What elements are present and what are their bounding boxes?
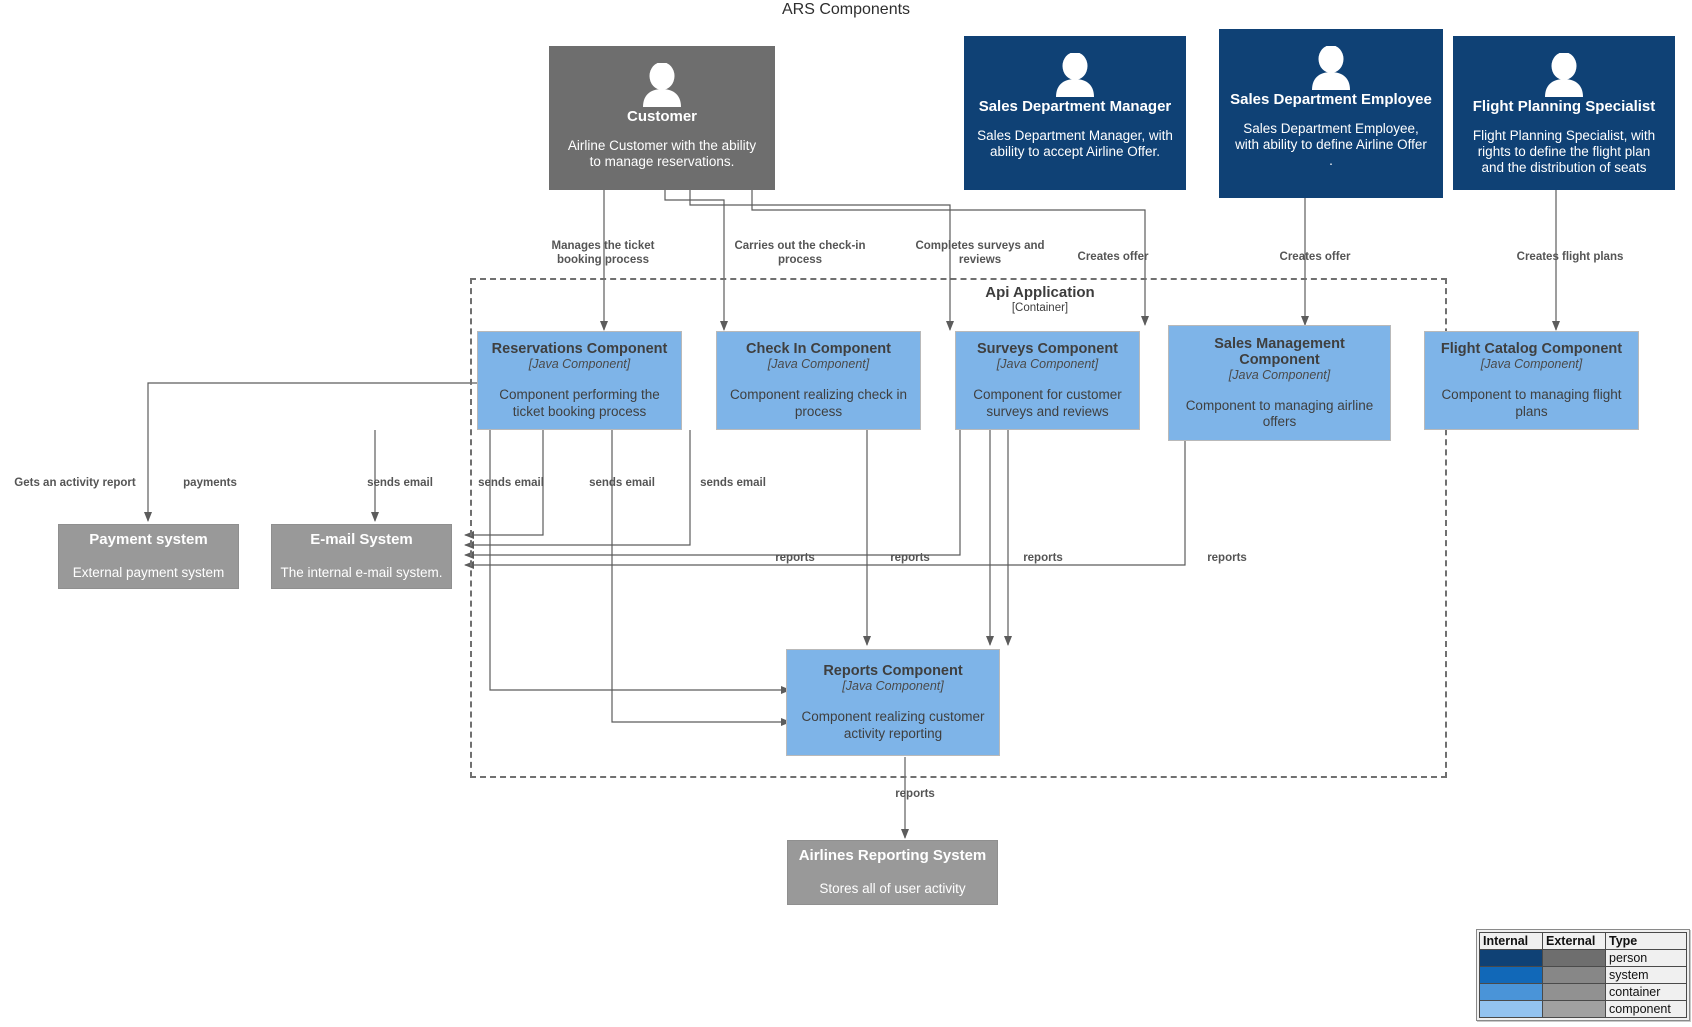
component-technology: [Java Component] bbox=[996, 357, 1099, 372]
system-title: E-mail System bbox=[310, 531, 413, 548]
legend-row: component bbox=[1479, 1000, 1687, 1018]
container-boundary-label: Api Application [Container] bbox=[960, 284, 1120, 314]
legend-swatch-external-container bbox=[1542, 983, 1606, 1001]
legend-header-row: Internal External Type bbox=[1479, 932, 1687, 950]
component-description: Component to managing flight plans bbox=[1441, 387, 1622, 419]
edge-label-creates-flight-plans: Creates flight plans bbox=[1516, 251, 1624, 263]
legend-type-system: system bbox=[1605, 966, 1687, 984]
person-icon bbox=[1545, 53, 1583, 97]
component-reports-component[interactable]: Reports Component [Java Component] Compo… bbox=[786, 649, 1000, 756]
edge-label-gets-activity-report: Gets an activity report bbox=[14, 477, 136, 489]
legend-swatch-external-person bbox=[1542, 949, 1606, 967]
edge-reservations-payment bbox=[144, 382, 480, 522]
system-payment-system[interactable]: Payment system External payment system bbox=[58, 524, 239, 589]
system-title: Airlines Reporting System bbox=[798, 847, 987, 864]
person-title: Customer bbox=[626, 108, 697, 125]
component-title: Reports Component bbox=[823, 663, 963, 680]
component-title: Surveys Component bbox=[977, 341, 1118, 358]
edge-label-sends-email-3: sends email bbox=[589, 477, 655, 489]
legend-swatch-external-component bbox=[1542, 1000, 1606, 1018]
person-flight-planning-specialist[interactable]: Flight Planning Specialist Flight Planni… bbox=[1453, 36, 1675, 190]
component-description: Component for customer surveys and revie… bbox=[973, 387, 1122, 419]
legend-table: Internal External Type person system con… bbox=[1479, 932, 1687, 1018]
container-boundary-api-application bbox=[470, 278, 1447, 778]
person-title: Sales Department Manager bbox=[978, 98, 1172, 115]
edge-label-sends-email-2: sends email bbox=[478, 477, 544, 489]
person-description: Sales Department Manager, with ability t… bbox=[977, 127, 1173, 159]
legend-row: system bbox=[1479, 966, 1687, 984]
component-check-in-component[interactable]: Check In Component [Java Component] Comp… bbox=[716, 331, 921, 430]
edge-label-creates-offer-employee: Creates offer bbox=[1279, 251, 1351, 263]
system-description: Stores all of user activity bbox=[819, 880, 966, 896]
component-technology: [Java Component] bbox=[1228, 368, 1331, 383]
person-description: Sales Department Employee, with ability … bbox=[1235, 120, 1427, 169]
component-title: Check In Component bbox=[745, 341, 891, 358]
system-airlines-reporting-system[interactable]: Airlines Reporting System Stores all of … bbox=[787, 840, 998, 905]
component-description: Component realizing customer activity re… bbox=[801, 709, 985, 741]
person-description: Flight Planning Specialist, with rights … bbox=[1472, 127, 1656, 176]
person-sales-department-manager[interactable]: Sales Department Manager Sales Departmen… bbox=[964, 36, 1186, 190]
edge-label-reports-4: reports bbox=[1207, 552, 1247, 564]
component-sales-management-component[interactable]: Sales Management Component [Java Compone… bbox=[1168, 325, 1391, 441]
component-description: Component realizing check in process bbox=[729, 387, 908, 419]
component-title: Sales Management Component bbox=[1214, 335, 1345, 368]
legend: Internal External Type person system con… bbox=[1476, 929, 1690, 1021]
component-surveys-component[interactable]: Surveys Component [Java Component] Compo… bbox=[955, 331, 1140, 430]
edge-label-reports-1: reports bbox=[775, 552, 815, 564]
legend-type-person: person bbox=[1605, 949, 1687, 967]
edge-label-sends-email-1: sends email bbox=[367, 477, 433, 489]
legend-row: container bbox=[1479, 983, 1687, 1001]
person-customer[interactable]: Customer Airline Customer with the abili… bbox=[549, 46, 775, 190]
person-icon bbox=[1312, 46, 1350, 90]
legend-swatch-internal-person bbox=[1479, 949, 1543, 967]
component-title: Flight Catalog Component bbox=[1440, 341, 1623, 358]
person-description: Airline Customer with the ability to man… bbox=[567, 137, 757, 169]
component-flight-catalog-component[interactable]: Flight Catalog Component [Java Component… bbox=[1424, 331, 1639, 430]
legend-type-container: container bbox=[1605, 983, 1687, 1001]
edge-label-reports-2: reports bbox=[890, 552, 930, 564]
system-description: The internal e-mail system. bbox=[280, 564, 443, 580]
edge-label-reports-3: reports bbox=[1023, 552, 1063, 564]
edge-label-sends-email-4: sends email bbox=[700, 477, 766, 489]
edge-label-carries-out-checkin: Carries out the check-in process bbox=[734, 240, 866, 267]
system-email-system[interactable]: E-mail System The internal e-mail system… bbox=[271, 524, 452, 589]
legend-swatch-internal-container bbox=[1479, 983, 1543, 1001]
edge-label-creates-offer-manager: Creates offer bbox=[1077, 251, 1149, 263]
page-title: ARS Components bbox=[781, 1, 911, 18]
edge-label-manages-booking: Manages the ticket booking process bbox=[551, 240, 655, 267]
legend-swatch-internal-system bbox=[1479, 966, 1543, 984]
legend-header-type: Type bbox=[1605, 932, 1687, 950]
edge-label-completes-surveys: Completes surveys and reviews bbox=[915, 240, 1045, 267]
component-technology: [Java Component] bbox=[767, 357, 870, 372]
component-description: Component to managing airline offers bbox=[1185, 398, 1374, 430]
edge-label-reports-to-ars: reports bbox=[895, 788, 935, 800]
system-title: Payment system bbox=[89, 531, 208, 548]
container-boundary-name: Api Application bbox=[985, 284, 1095, 301]
person-title: Sales Department Employee bbox=[1230, 91, 1432, 108]
edge-label-payments: payments bbox=[183, 477, 237, 489]
legend-header-external: External bbox=[1542, 932, 1606, 950]
person-sales-department-employee[interactable]: Sales Department Employee Sales Departme… bbox=[1219, 29, 1443, 198]
component-reservations-component[interactable]: Reservations Component [Java Component] … bbox=[477, 331, 682, 430]
legend-row: person bbox=[1479, 949, 1687, 967]
component-technology: [Java Component] bbox=[1480, 357, 1583, 372]
legend-header-internal: Internal bbox=[1479, 932, 1543, 950]
component-technology: [Java Component] bbox=[842, 679, 944, 694]
component-description: Component performing the ticket booking … bbox=[499, 387, 660, 419]
component-title: Reservations Component bbox=[491, 341, 668, 358]
container-boundary-type: [Container] bbox=[1011, 301, 1069, 314]
person-title: Flight Planning Specialist bbox=[1472, 98, 1656, 115]
person-icon bbox=[1056, 53, 1094, 97]
person-icon bbox=[643, 63, 681, 107]
legend-type-component: component bbox=[1605, 1000, 1687, 1018]
legend-swatch-external-system bbox=[1542, 966, 1606, 984]
component-technology: [Java Component] bbox=[528, 357, 631, 372]
legend-swatch-internal-component bbox=[1479, 1000, 1543, 1018]
system-description: External payment system bbox=[72, 564, 225, 580]
